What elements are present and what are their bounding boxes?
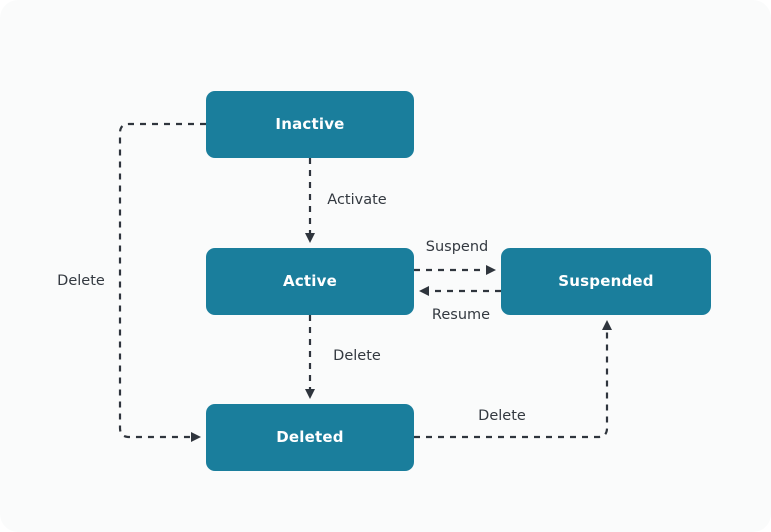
edge-delete-inactive [118, 122, 206, 442]
state-node-active[interactable]: Active [206, 248, 414, 315]
edge-label-activate: Activate [327, 191, 387, 208]
edge-label-delete-active: Delete [333, 347, 381, 364]
edge-label-delete-deleted: Delete [478, 407, 526, 424]
edge-label-resume: Resume [431, 306, 491, 323]
edge-label-suspend: Suspend [425, 238, 489, 255]
state-node-label: Deleted [276, 428, 344, 446]
state-node-label: Suspended [558, 272, 654, 290]
state-node-suspended[interactable]: Suspended [501, 248, 711, 315]
state-node-inactive[interactable]: Inactive [206, 91, 414, 158]
edge-label-delete-inactive: Delete [57, 272, 105, 289]
state-node-deleted[interactable]: Deleted [206, 404, 414, 471]
edge-delete-deleted [414, 320, 612, 439]
state-node-label: Active [283, 272, 337, 290]
state-node-label: Inactive [275, 115, 345, 133]
